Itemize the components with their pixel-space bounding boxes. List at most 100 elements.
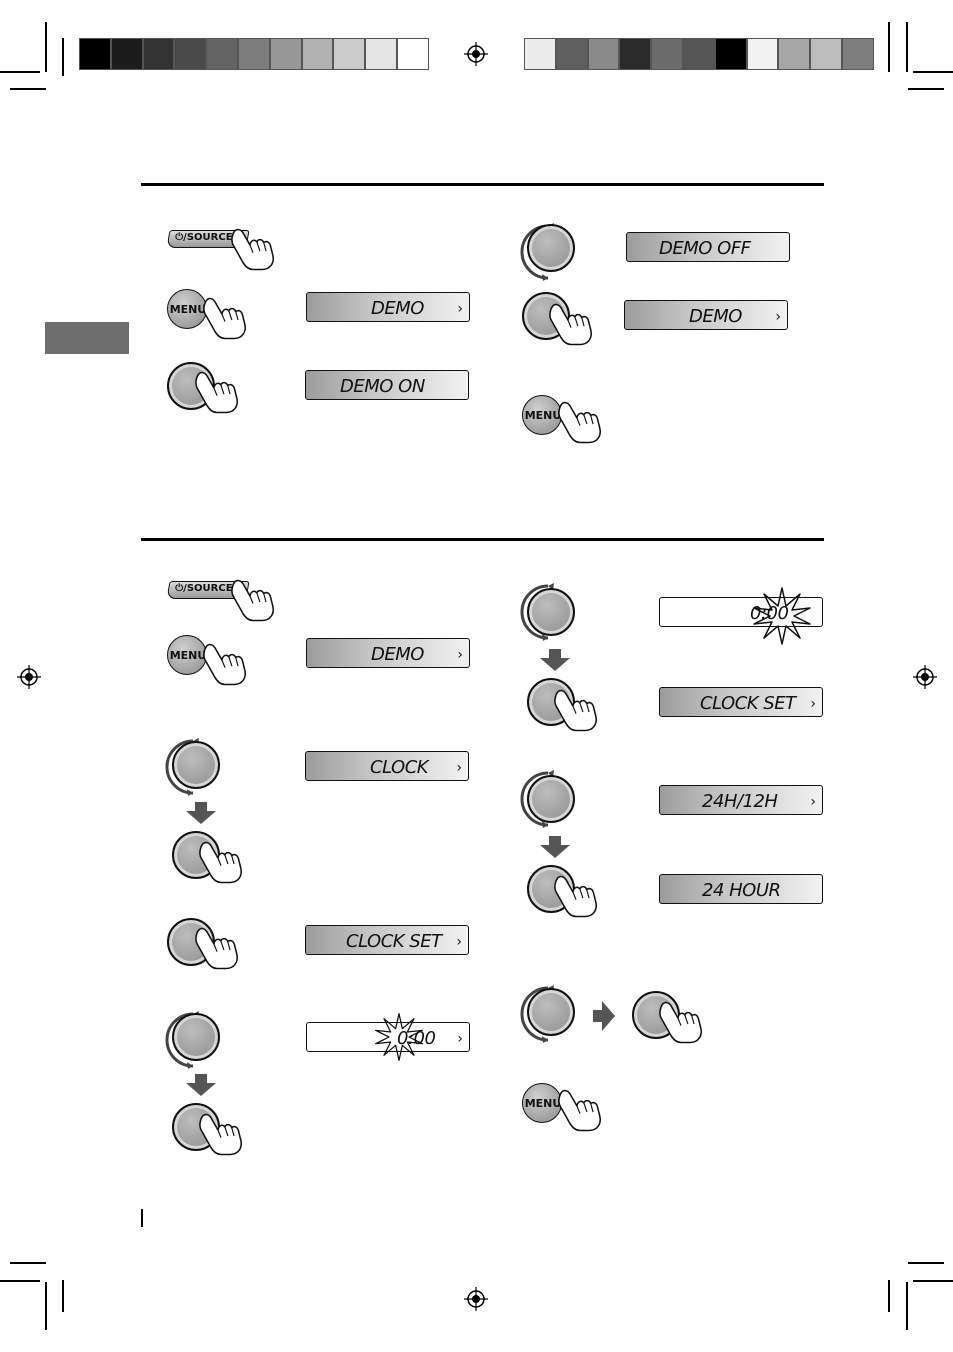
crop-mark	[10, 88, 46, 90]
arrow-down-icon	[540, 649, 570, 671]
hand-press-icon	[198, 1110, 244, 1156]
display-demo-on: DEMO ON	[305, 370, 469, 400]
display-clock-text: CLOCK	[370, 757, 428, 778]
crop-mark	[913, 71, 953, 73]
registration-mark-icon	[464, 1287, 488, 1311]
control-dial[interactable]	[527, 588, 575, 636]
display-demo-off-text: DEMO OFF	[659, 238, 751, 259]
color-swatch	[778, 38, 810, 70]
display-clock-set-2: CLOCK SET ›	[659, 687, 823, 717]
menu-button[interactable]: MENU	[522, 395, 562, 435]
control-dial[interactable]	[527, 224, 575, 272]
color-swatch	[524, 38, 556, 70]
color-swatch	[683, 38, 715, 70]
menu-button[interactable]: MENU	[522, 1083, 562, 1123]
color-swatch	[619, 38, 651, 70]
arrow-right-icon	[593, 1001, 615, 1031]
display-demo-off: DEMO OFF	[626, 232, 790, 262]
crop-mark	[908, 88, 944, 90]
crop-mark	[888, 22, 890, 72]
chevron-right-icon: ›	[457, 647, 463, 663]
color-swatch	[143, 38, 175, 70]
hand-press-icon	[557, 398, 603, 444]
display-clock-set-2-text: CLOCK SET	[700, 693, 796, 714]
crop-mark	[62, 1280, 64, 1312]
display-clock-set-text: CLOCK SET	[346, 931, 442, 952]
control-dial[interactable]	[172, 741, 220, 789]
hand-press-icon	[658, 998, 704, 1044]
control-dial[interactable]	[527, 988, 575, 1036]
display-demo-text: DEMO	[371, 298, 424, 319]
crop-mark	[906, 22, 908, 72]
hand-press-icon	[230, 225, 276, 271]
color-swatch	[174, 38, 206, 70]
display-demo-confirm: DEMO ›	[624, 300, 788, 330]
arrow-down-icon	[186, 1074, 216, 1096]
chevron-right-icon: ›	[456, 934, 462, 950]
display-24hour-text: 24 HOUR	[702, 880, 781, 901]
language-tab	[45, 322, 129, 354]
hand-press-icon	[557, 1086, 603, 1132]
hand-press-icon	[548, 300, 594, 346]
color-swatch	[302, 38, 334, 70]
hand-press-icon	[553, 686, 599, 732]
registration-mark-icon	[17, 665, 41, 689]
color-swatch	[111, 38, 143, 70]
hand-press-icon	[194, 368, 240, 414]
display-24h12h: 24H/12H ›	[659, 785, 823, 815]
display-time-min: 0:00	[659, 597, 823, 627]
section-rule-demo	[141, 183, 824, 186]
crop-mark	[913, 1280, 953, 1282]
hand-press-icon	[553, 872, 599, 918]
display-time-hour: 0:00 ›	[306, 1022, 470, 1052]
crop-mark	[0, 71, 40, 73]
hand-press-icon	[202, 640, 248, 686]
menu-button[interactable]: MENU	[167, 635, 207, 675]
crop-mark	[888, 1280, 890, 1312]
crop-mark	[62, 38, 64, 76]
display-24hour: 24 HOUR	[659, 874, 823, 904]
chevron-right-icon: ›	[810, 794, 816, 810]
section-rule-clock	[141, 538, 824, 541]
color-swatch	[810, 38, 842, 70]
display-demo: DEMO ›	[306, 638, 470, 668]
chevron-right-icon: ›	[457, 1031, 463, 1047]
color-swatch	[270, 38, 302, 70]
chevron-right-icon: ›	[457, 301, 463, 317]
color-swatch	[842, 38, 874, 70]
source-button-label: ⏻/SOURCE	[175, 583, 232, 594]
color-swatch	[715, 38, 747, 70]
display-clock-set: CLOCK SET ›	[305, 925, 469, 955]
hand-press-icon	[202, 294, 248, 340]
crop-mark	[908, 1262, 944, 1264]
crop-mark	[0, 1280, 40, 1282]
control-dial[interactable]	[527, 775, 575, 823]
color-swatch	[79, 38, 111, 70]
hand-press-icon	[194, 924, 240, 970]
display-demo-on-text: DEMO ON	[340, 376, 425, 397]
hand-press-icon	[198, 838, 244, 884]
display-demo-text: DEMO	[371, 644, 424, 665]
display-demo: DEMO ›	[306, 292, 470, 322]
color-swatch	[556, 38, 588, 70]
registration-mark-icon	[913, 665, 937, 689]
chevron-right-icon: ›	[456, 760, 462, 776]
hand-press-icon	[230, 576, 276, 622]
color-swatch	[365, 38, 397, 70]
crop-mark	[906, 1282, 908, 1330]
menu-button[interactable]: MENU	[167, 289, 207, 329]
display-demo-confirm-text: DEMO	[689, 306, 742, 327]
display-24h12h-text: 24H/12H	[702, 791, 777, 812]
registration-mark-icon	[464, 42, 488, 66]
color-swatch	[651, 38, 683, 70]
color-swatch	[747, 38, 779, 70]
arrow-down-icon	[540, 836, 570, 858]
control-dial[interactable]	[172, 1013, 220, 1061]
chevron-right-icon: ›	[810, 696, 816, 712]
color-swatch	[206, 38, 238, 70]
chevron-right-icon: ›	[775, 309, 781, 325]
page-number-rule	[141, 1209, 143, 1227]
color-swatch	[588, 38, 620, 70]
display-time-min-text: 0:00	[750, 603, 788, 624]
color-swatch	[333, 38, 365, 70]
